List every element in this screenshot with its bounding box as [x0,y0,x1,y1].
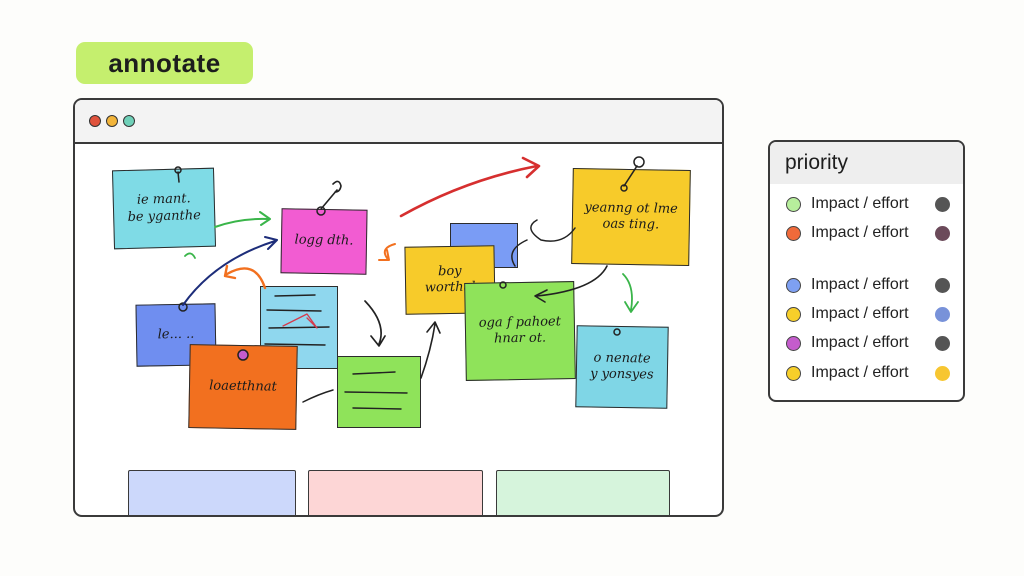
legend-status-dot-icon [935,277,950,293]
legend-color-dot-icon [786,335,801,351]
bottom-panel-green[interactable] [496,470,670,515]
legend-status-dot-icon [935,225,950,241]
sticky-note-board: ie mant. be yganthe logg dth. boy wortha… [75,100,722,515]
pin-icon [620,184,628,192]
legend-title: priority [770,142,963,184]
legend-item-label: Impact / effort [811,224,909,241]
legend-item-label: Impact / effort [811,334,909,351]
close-dot-icon[interactable] [89,115,101,127]
pin-icon [499,281,507,289]
arrow-icon [622,273,639,313]
arrow-icon [182,236,278,306]
legend-item-label: Impact / effort [811,364,909,381]
bottom-panel-blue[interactable] [128,470,296,515]
legend-item[interactable]: Impact / effort [770,302,963,326]
legend-color-dot-icon [786,225,801,241]
arrow-icon [214,211,271,228]
arrow-icon [511,219,576,267]
browser-window: ie mant. be yganthe logg dth. boy wortha… [73,98,724,517]
legend-color-dot-icon [786,365,801,381]
pin-icon [623,165,638,187]
window-titlebar [75,100,722,144]
annotate-badge[interactable]: annotate [76,42,253,84]
legend-status-dot-icon [935,335,950,351]
legend-status-dot-icon [935,365,950,381]
bottom-panel-pink[interactable] [308,470,483,515]
minimize-dot-icon[interactable] [106,115,118,127]
legend-item[interactable]: Impact / effort [770,192,963,216]
maximize-dot-icon[interactable] [123,115,135,127]
legend-item[interactable]: Impact / effort [770,221,963,245]
legend-color-dot-icon [786,196,801,212]
arrow-icon [223,264,267,290]
priority-legend: priority Impact / effort Impact / effort… [768,140,965,402]
arrow-icon [534,265,608,303]
legend-item-label: Impact / effort [811,195,909,212]
pin-icon [613,328,621,336]
legend-color-dot-icon [786,277,801,293]
note-scribble [344,371,408,410]
legend-color-dot-icon [786,306,801,322]
pin-icon [174,166,182,174]
legend-status-dot-icon [935,196,950,212]
annotation-strokes [174,156,645,410]
pin-icon [320,180,342,210]
legend-item-label: Impact / effort [811,276,909,293]
legend-item-label: Impact / effort [811,305,909,322]
arrow-icon [302,389,334,403]
pin-icon [633,156,645,168]
legend-item[interactable]: Impact / effort [770,273,963,297]
note-scribble [264,294,330,346]
arrow-icon [378,243,396,261]
note-scribble [282,313,318,329]
legend-item[interactable]: Impact / effort [770,361,963,385]
pin-icon [178,302,188,312]
legend-status-dot-icon [935,306,950,322]
arrow-icon [184,252,196,259]
arrow-icon [364,300,386,347]
legend-item[interactable]: Impact / effort [770,331,963,355]
pin-icon [316,206,326,216]
arrow-icon [399,156,541,218]
pin-icon [237,349,249,361]
arrow-icon [420,321,441,379]
